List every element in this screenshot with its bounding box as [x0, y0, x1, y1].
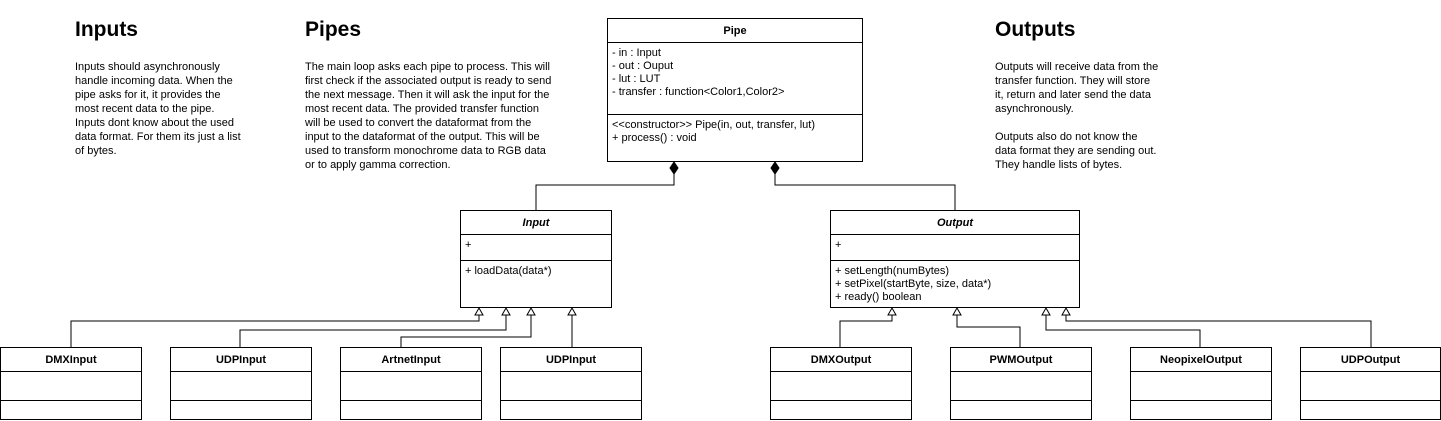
inherit-arrow-udpinput-1: [501, 306, 511, 316]
pipe-methods: <<constructor>> Pipe(in, out, transfer, …: [608, 115, 862, 149]
pipes-heading: Pipes: [305, 18, 362, 41]
input-attributes: +: [461, 235, 611, 261]
inherit-line-artnetinput: [400, 314, 532, 347]
input-class-name: Input: [461, 211, 611, 235]
neopixeloutput-class-name: NeopixelOutput: [1131, 348, 1271, 372]
dmxinput-attributes: [1, 372, 141, 401]
outputs-description: Outputs will receive data from the trans…: [995, 61, 1159, 171]
pipe-attribute: - in : Input: [612, 47, 661, 59]
udpinput-class-name: UDPInput: [171, 348, 311, 372]
pwmoutput-class[interactable]: PWMOutput: [950, 347, 1092, 420]
neopixeloutput-methods: [1131, 401, 1271, 409]
udpinput-2-attributes: [501, 372, 641, 401]
pwmoutput-class-name: PWMOutput: [951, 348, 1091, 372]
input-attribute: +: [465, 239, 472, 251]
pwmoutput-attributes: [951, 372, 1091, 401]
inherit-line-dmxinput: [70, 314, 480, 347]
input-method: + loadData(data*): [465, 265, 552, 277]
udpoutput-class[interactable]: UDPOutput: [1300, 347, 1441, 420]
inherit-arrow-artnetinput: [526, 306, 536, 316]
udpinput-methods: [171, 401, 311, 409]
inherit-arrow-udpoutput: [1061, 306, 1071, 316]
dmxinput-class[interactable]: DMXInput: [0, 347, 142, 420]
inputs-heading: Inputs: [75, 18, 138, 41]
pipe-attributes: - in : Input - out : Ouput - lut : LUT -…: [608, 43, 862, 115]
input-class[interactable]: Input + + loadData(data*): [460, 210, 612, 308]
udpinput-2-class-name: UDPInput: [501, 348, 641, 372]
artnetinput-attributes: [341, 372, 481, 401]
inherit-arrow-dmxinput: [474, 306, 484, 316]
output-attributes: +: [831, 235, 1079, 261]
composition-diamond-input: [669, 161, 679, 175]
neopixeloutput-class[interactable]: NeopixelOutput: [1130, 347, 1272, 420]
inherit-arrow-dmxoutput: [887, 306, 897, 316]
udpoutput-methods: [1301, 401, 1440, 409]
outputs-heading: Outputs: [995, 18, 1076, 41]
artnetinput-class[interactable]: ArtnetInput: [340, 347, 482, 420]
inherit-line-neopixeloutput: [1045, 314, 1201, 347]
udpoutput-class-name: UDPOutput: [1301, 348, 1440, 372]
pipe-method: + process() : void: [612, 132, 697, 144]
output-attribute: +: [835, 239, 842, 251]
dmxoutput-class[interactable]: DMXOutput: [770, 347, 912, 420]
udpinput-2-methods: [501, 401, 641, 409]
output-class-name: Output: [831, 211, 1079, 235]
output-method: + setPixel(startByte, size, data*): [835, 278, 992, 290]
output-class[interactable]: Output + + setLength(numBytes) + setPixe…: [830, 210, 1080, 308]
dmxoutput-attributes: [771, 372, 911, 401]
inputs-description: Inputs should asynchronously handle inco…: [75, 61, 241, 157]
artnetinput-methods: [341, 401, 481, 409]
pipe-attribute: - out : Ouput: [612, 60, 674, 72]
udpinput-attributes: [171, 372, 311, 401]
output-method: + setLength(numBytes): [835, 265, 950, 277]
pipe-class-name: Pipe: [608, 19, 862, 43]
udpinput-2-class[interactable]: UDPInput: [500, 347, 642, 420]
pwmoutput-methods: [951, 401, 1091, 409]
pipe-attribute: - transfer : function<Color1,Color2>: [612, 86, 785, 98]
pipe-class[interactable]: Pipe - in : Input - out : Ouput - lut : …: [607, 18, 863, 162]
input-methods: + loadData(data*): [461, 261, 611, 282]
dmxinput-class-name: DMXInput: [1, 348, 141, 372]
output-methods: + setLength(numBytes) + setPixel(startBy…: [831, 261, 1079, 308]
dmxoutput-class-name: DMXOutput: [771, 348, 911, 372]
inherit-line-udpoutput: [1065, 314, 1372, 347]
udpoutput-attributes: [1301, 372, 1440, 401]
inherit-arrow-pwmoutput: [952, 306, 962, 316]
output-method: + ready() boolean: [835, 291, 922, 303]
inherit-line-dmxoutput: [839, 314, 893, 347]
pipe-attribute: - lut : LUT: [612, 73, 661, 85]
inherit-line-udpinput-1: [239, 314, 507, 347]
artnetinput-class-name: ArtnetInput: [341, 348, 481, 372]
pipe-method: <<constructor>> Pipe(in, out, transfer, …: [612, 119, 815, 131]
dmxinput-methods: [1, 401, 141, 409]
composition-line-input: [535, 174, 675, 210]
inherit-line-pwmoutput: [956, 314, 1021, 347]
udpinput-class[interactable]: UDPInput: [170, 347, 312, 420]
composition-line-output: [774, 174, 956, 210]
pipes-description: The main loop asks each pipe to process.…: [305, 61, 552, 171]
neopixeloutput-attributes: [1131, 372, 1271, 401]
composition-diamond-output: [770, 161, 780, 175]
inherit-arrow-udpinput-2: [567, 306, 577, 316]
dmxoutput-methods: [771, 401, 911, 409]
inherit-arrow-neopixeloutput: [1041, 306, 1051, 316]
